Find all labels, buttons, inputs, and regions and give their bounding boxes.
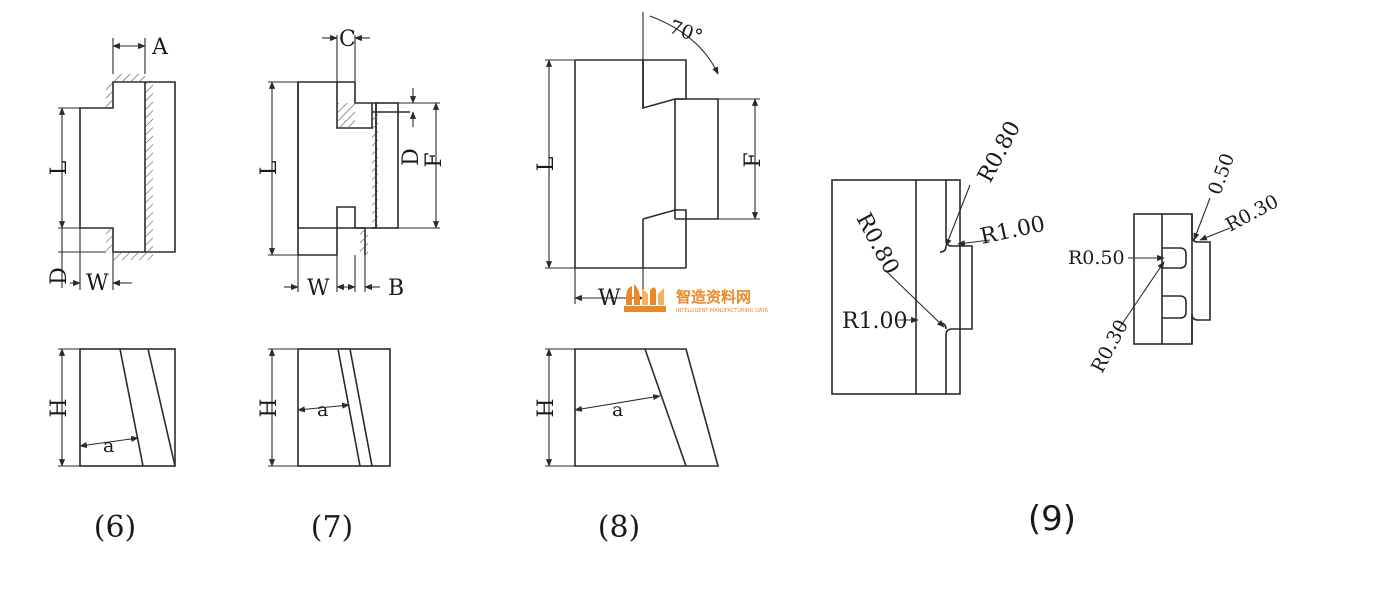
fig9-label-r050: R0.50	[1068, 247, 1125, 269]
figure-6: A L D W H a (6)	[47, 35, 176, 545]
fig7-caption: (7)	[311, 510, 354, 545]
fig9-label-r100-left: R1.00	[842, 309, 908, 334]
fig7-side-view	[268, 348, 391, 467]
fig9-label-r100-right: R1.00	[978, 212, 1047, 250]
fig8-label-angle: 70°	[666, 16, 705, 48]
fig9-label-t050: 0.50	[1204, 150, 1239, 197]
fig6-caption: (6)	[94, 510, 137, 545]
fig9-label-r080-top: R0.80	[973, 117, 1026, 187]
watermark-cn-text: 智造资料网	[676, 288, 751, 306]
fig6-label-D: D	[47, 267, 72, 285]
fig9-caption: (9)	[1028, 499, 1076, 539]
watermark-logo-icon	[624, 284, 666, 312]
fig6-label-H: H	[47, 398, 72, 417]
watermark-en-text: INTELLIGENT MANUFACTURING DATA	[676, 308, 769, 314]
fig7-label-L: L	[257, 160, 282, 175]
fig9-label-r080-left: R0.80	[851, 209, 904, 279]
fig9-label-r030-bottom: R0.30	[1087, 316, 1133, 376]
fig9-left-detail	[831, 179, 991, 395]
fig6-label-A: A	[151, 35, 169, 60]
fig8-label-a: a	[612, 399, 623, 421]
fig7-top-view	[268, 34, 440, 292]
figure-8: 70° L F W H a (8) 智造资料网 INTELLIGENT MANU…	[534, 12, 769, 545]
fig7-label-B: B	[388, 276, 404, 301]
fig9-label-r030-top: R0.30	[1222, 190, 1282, 236]
fig7-label-F: F	[422, 152, 447, 167]
fig7-label-C: C	[339, 27, 356, 52]
fig8-caption: (8)	[598, 510, 641, 545]
figure-7: C L D F W B H a (7)	[257, 27, 447, 545]
fig7-label-D: D	[399, 148, 424, 166]
fig6-side-view	[58, 348, 176, 467]
fig6-label-W: W	[86, 271, 109, 296]
fig6-top-view	[58, 38, 176, 290]
fig6-label-L: L	[47, 160, 72, 175]
fig9-right-detail	[1117, 197, 1231, 345]
fig8-top-view	[545, 12, 760, 304]
fig8-label-W: W	[598, 286, 621, 311]
fig8-label-F: F	[741, 152, 766, 167]
fig7-label-H: H	[257, 398, 282, 417]
fig7-label-W: W	[307, 276, 330, 301]
fig6-label-a: a	[103, 435, 114, 457]
fig8-label-L: L	[534, 156, 559, 171]
figure-9: R0.80 R1.00 R0.80 R1.00 0.50 R0.30 R0.50…	[831, 117, 1282, 539]
fig7-label-a: a	[317, 399, 328, 421]
watermark: 智造资料网 INTELLIGENT MANUFACTURING DATA	[624, 284, 769, 314]
fig8-label-H: H	[534, 398, 559, 417]
fig8-side-view	[545, 348, 720, 467]
